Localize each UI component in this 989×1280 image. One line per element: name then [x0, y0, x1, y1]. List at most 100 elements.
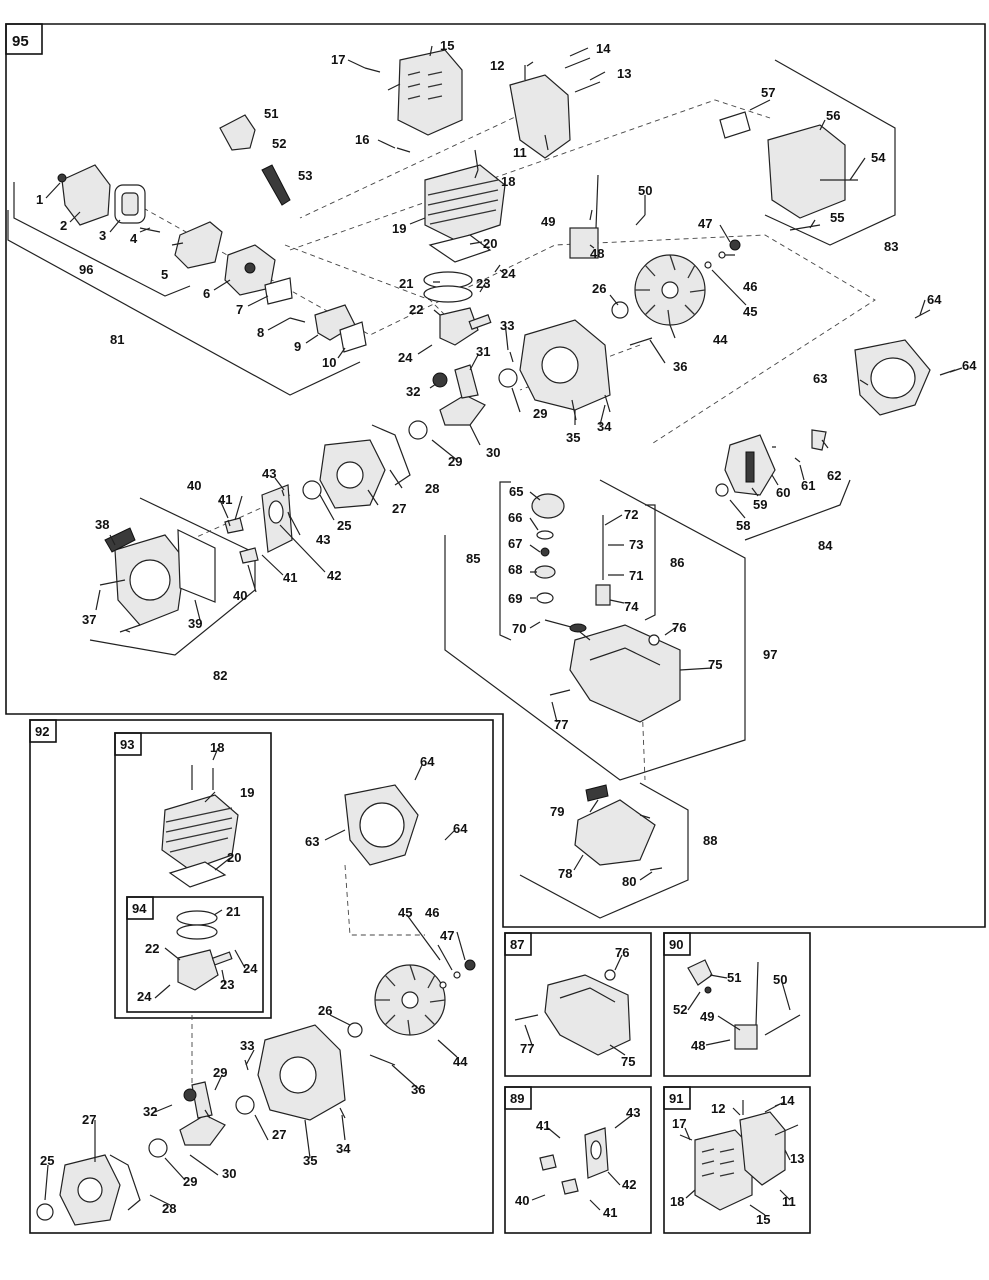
- muffler: [767, 124, 846, 219]
- callout-40a: 40: [187, 478, 201, 493]
- wrist-pin: [468, 314, 492, 330]
- b94-callout-21: 21: [226, 904, 240, 919]
- air-filter-cover: [61, 164, 111, 226]
- callout-24a: 24: [501, 266, 516, 281]
- b90-callout-52: 52: [673, 1002, 687, 1017]
- callout-24b: 24: [398, 350, 413, 365]
- fuel-filter-40b: [239, 547, 259, 564]
- box-87-tag: [504, 932, 532, 956]
- b92-callout-26: 26: [318, 1003, 332, 1018]
- b89-callout-40: 40: [515, 1193, 529, 1208]
- b90-lead: [755, 961, 759, 1026]
- fuel-cap-76: [648, 634, 660, 646]
- b87-callout-76: 76: [615, 945, 629, 960]
- b89-filter-b: [561, 1178, 579, 1195]
- cylinder-fins: [427, 179, 499, 225]
- box-92: [29, 719, 494, 1234]
- callout-21: 21: [399, 276, 413, 291]
- piston-ring-2: [423, 285, 473, 303]
- muffler-cover-11: [509, 74, 571, 159]
- callout-68: 68: [508, 562, 522, 577]
- box-93: [114, 732, 272, 1019]
- callout-78: 78: [558, 866, 572, 881]
- b93-gasket: [168, 861, 227, 888]
- bracket-88: [519, 782, 689, 919]
- callout-33: 33: [500, 318, 514, 333]
- b91-callout-14: 14: [780, 1093, 795, 1108]
- b90-washer: [704, 986, 712, 994]
- b92-flywheel-fins: [375, 964, 446, 1036]
- b93-cylinder: [161, 794, 239, 871]
- callout-29b: 29: [533, 406, 547, 421]
- box-94: [126, 896, 264, 1013]
- box-91: [663, 1086, 811, 1234]
- b91-guard-slots: [701, 1148, 735, 1177]
- b92-callout-27a: 27: [272, 1127, 286, 1142]
- b87-callout-77: 77: [520, 1041, 534, 1056]
- bracket-84: [744, 479, 851, 541]
- b92-gasket-28: [109, 1154, 141, 1211]
- fuel-line-grommet: [569, 623, 587, 633]
- flywheel-fins: [635, 254, 706, 326]
- bracket-97: [444, 479, 746, 781]
- box-92-tag: [29, 719, 57, 743]
- oil-seal-25: [302, 480, 322, 500]
- primer-69: [536, 592, 554, 604]
- b92-washer-26: [347, 1022, 363, 1038]
- box-90: [663, 932, 811, 1077]
- b91-callout-12: 12: [711, 1101, 725, 1116]
- b90-callout-48: 48: [691, 1038, 705, 1053]
- b89-callout-41b: 41: [603, 1205, 617, 1220]
- callout-42: 42: [327, 568, 341, 583]
- callout-57: 57: [761, 85, 775, 100]
- b90-spark-boot: [687, 959, 713, 986]
- callout-97: 97: [763, 647, 777, 662]
- callout-19: 19: [392, 221, 406, 236]
- callout-43a: 43: [262, 466, 276, 481]
- b89-callout-43: 43: [626, 1105, 640, 1120]
- b94-callout-23: 23: [220, 977, 234, 992]
- callout-41b: 41: [283, 570, 297, 585]
- b90-callout-51: 51: [727, 970, 741, 985]
- primer-ring-66: [536, 530, 554, 540]
- b94-callout-24b: 24: [137, 989, 152, 1004]
- main-box-label: 95: [12, 33, 29, 50]
- starter-gasket: [177, 529, 216, 603]
- b92-callout-64b: 64: [453, 821, 468, 836]
- callout-80: 80: [622, 874, 636, 889]
- callout-28: 28: [425, 481, 439, 496]
- callout-15: 15: [440, 38, 454, 53]
- assembly-line-a: [289, 99, 771, 251]
- callout-77: 77: [554, 717, 568, 732]
- callout-10: 10: [322, 355, 336, 370]
- callout-23: 23: [476, 276, 490, 291]
- b92-callout-45: 45: [398, 905, 412, 920]
- callout-73: 73: [629, 537, 643, 552]
- callout-84: 84: [818, 538, 833, 553]
- callout-2: 2: [60, 218, 67, 233]
- callout-20: 20: [483, 236, 497, 251]
- bracket-78: [574, 799, 656, 866]
- box-94-tag: [126, 896, 154, 920]
- muffler-guard-slots: [407, 71, 443, 100]
- b87-callout-75: 75: [621, 1054, 635, 1069]
- b92-needle-bearing: [183, 1088, 197, 1102]
- callout-83: 83: [884, 239, 898, 254]
- callout-27: 27: [392, 501, 406, 516]
- callout-16: 16: [355, 132, 369, 147]
- callout-14: 14: [596, 41, 611, 56]
- callout-52: 52: [272, 136, 286, 151]
- bracket-85: [499, 481, 512, 641]
- callout-26: 26: [592, 281, 606, 296]
- b92-callout-29a: 29: [213, 1065, 227, 1080]
- assembly-line-b: [299, 109, 531, 219]
- b91-callout-17: 17: [672, 1116, 686, 1131]
- washer-46: [718, 251, 726, 259]
- b91-callout-11: 11: [782, 1194, 796, 1209]
- b94-ring-1: [176, 910, 218, 926]
- main-box-tag: [5, 23, 43, 55]
- callout-12: 12: [490, 58, 504, 73]
- callout-1: 1: [36, 192, 43, 207]
- box-89-tag: [504, 1086, 532, 1110]
